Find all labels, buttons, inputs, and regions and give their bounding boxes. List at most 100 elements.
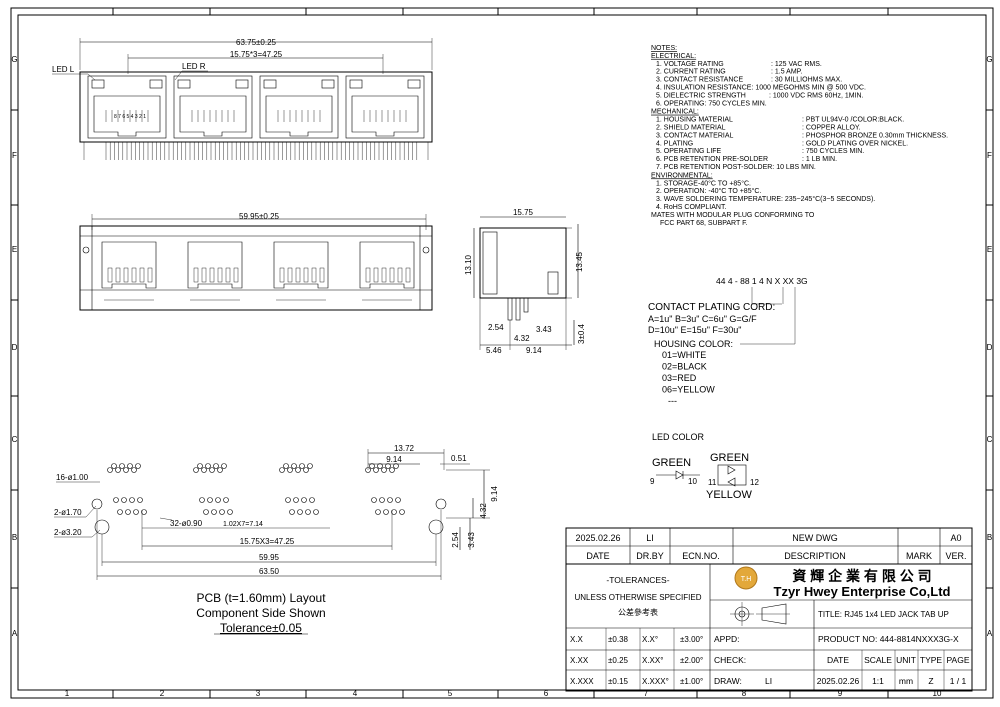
port-opening bbox=[179, 95, 247, 137]
pcb-hole1: 16-ø1.00 bbox=[56, 473, 89, 482]
grid-row-label: D bbox=[12, 343, 18, 352]
led-window bbox=[235, 79, 249, 89]
side-dim-e: 9.14 bbox=[526, 346, 542, 355]
rear-view: 59.95±0.25 bbox=[79, 212, 433, 311]
note-value: : PHOSPHOR BRONZE 0.30mm THICKNESS. bbox=[802, 132, 948, 139]
led-window bbox=[263, 79, 277, 89]
led-pin9: 9 bbox=[650, 477, 655, 486]
pcb-dim-051: 0.51 bbox=[451, 454, 467, 463]
tol-subtitle: UNLESS OTHERWISE SPECIFIED bbox=[575, 593, 702, 602]
housing-color-item: 01=WHITE bbox=[662, 350, 706, 360]
appd-label: APPD: bbox=[714, 634, 740, 644]
note-line: FCC PART 68, SUBPART F. bbox=[660, 220, 748, 227]
note-line: ENVIRONMENTAL: bbox=[651, 172, 713, 179]
v-date: 2025.02.26 bbox=[817, 676, 860, 686]
side-dim-d: 5.46 bbox=[486, 346, 502, 355]
pcb-hole2: 2-ø1.70 bbox=[54, 508, 82, 517]
diode-icon bbox=[727, 477, 736, 487]
grid-row-label: A bbox=[987, 629, 993, 638]
b-date: DATE bbox=[827, 655, 849, 665]
front-pin-numbers: 8 7 6 5 4 3 2 1 bbox=[114, 114, 146, 120]
led-pin12: 12 bbox=[750, 478, 759, 487]
tol-cell: ±1.00° bbox=[680, 677, 703, 686]
drawing-title: TITLE: RJ45 1x4 LED JACK TAB UP bbox=[818, 610, 949, 619]
housing-color-item: --- bbox=[668, 396, 677, 406]
note-line: 3. WAVE SOLDERING TEMPERATURE: 235~245°C… bbox=[656, 195, 875, 203]
tol-cell: X.XXX bbox=[570, 677, 594, 686]
rev-date: 2025.02.26 bbox=[575, 533, 620, 543]
tol-cn: 公差參考表 bbox=[618, 607, 658, 617]
note-line: 6. PCB RETENTION PRE-SOLDER bbox=[656, 156, 768, 163]
projection-symbol-icon bbox=[730, 602, 790, 626]
v-type: Z bbox=[928, 676, 933, 686]
note-line: 4. PLATING bbox=[656, 140, 693, 147]
hdr-ecn: ECN.NO. bbox=[682, 551, 720, 561]
note-line: MECHANICAL: bbox=[651, 109, 699, 116]
led-green-dual: GREEN bbox=[710, 452, 749, 464]
company-name-en: Tzyr Hwey Enterprise Co,Ltd bbox=[774, 584, 951, 599]
v-page: 1 / 1 bbox=[950, 676, 967, 686]
note-line: 2. CURRENT RATING bbox=[656, 69, 726, 76]
tol-title: -TOLERANCES- bbox=[606, 575, 669, 585]
pcb-dim-432: 4.32 bbox=[479, 503, 488, 519]
led-title: LED COLOR bbox=[652, 432, 705, 442]
diode-icon bbox=[727, 465, 736, 475]
pcb-dim-pitch: 15.75X3=47.25 bbox=[240, 537, 295, 546]
title-block: 2025.02.26 LI NEW DWG A0 DATE DR.BY ECN.… bbox=[565, 527, 973, 692]
pcb-dim-5995: 59.95 bbox=[259, 553, 280, 562]
note-line: 1. STORAGE bbox=[656, 180, 698, 187]
pcb-dim-pitch-small: 1.02X7=7.14 bbox=[223, 521, 263, 528]
tol-cell: ±0.25 bbox=[608, 656, 629, 665]
side-dim-c: 4.32 bbox=[514, 334, 530, 343]
note-line: 1. VOLTAGE RATING bbox=[656, 61, 724, 68]
grid-row-label: D bbox=[987, 343, 993, 352]
led-window bbox=[321, 79, 335, 89]
note-value: : 1 LB MIN. bbox=[802, 156, 837, 163]
note-line: 5. DIELECTRIC STRENGTH bbox=[656, 92, 746, 99]
pcb-dim-254: 2.54 bbox=[451, 532, 460, 548]
grid-col-label: 10 bbox=[933, 689, 942, 698]
rj45-port bbox=[173, 75, 253, 139]
led-window bbox=[177, 79, 191, 89]
pcb-caption1: PCB (t=1.60mm) Layout bbox=[196, 591, 326, 605]
rj45-port bbox=[345, 75, 425, 139]
note-line: ELECTRICAL: bbox=[651, 53, 696, 60]
note-line: 3. CONTACT MATERIAL bbox=[656, 132, 734, 139]
rev-ver: A0 bbox=[950, 533, 961, 543]
rear-dim-width: 59.95±0.25 bbox=[239, 212, 280, 221]
tol-cell: X.X° bbox=[642, 635, 658, 644]
pcb-dim-343: 3.43 bbox=[467, 532, 476, 548]
plating-line2: D=10u" E=15u" F=30u" bbox=[648, 325, 741, 335]
tol-cell: ±0.15 bbox=[608, 677, 629, 686]
side-view: 15.75 13.10 13.45 2.54 3.43 4.32 5.46 9.… bbox=[464, 208, 586, 355]
led-green-single: GREEN bbox=[652, 457, 691, 469]
b-scale: SCALE bbox=[864, 655, 892, 665]
led-window bbox=[91, 79, 105, 89]
note-line: 6. OPERATING: 750 CYCLES MIN. bbox=[656, 100, 767, 107]
product-no: PRODUCT NO: 444-8814NXXX3G-X bbox=[818, 634, 959, 644]
front-dim-overall: 63.75±0.25 bbox=[236, 38, 277, 47]
note-value: : 1.5 AMP. bbox=[771, 69, 802, 76]
housing-color-item: 06=YELLOW bbox=[662, 385, 715, 395]
note-line: 2. OPERATION: -40°C TO +85°C. bbox=[656, 187, 761, 195]
company-name-cn: 資 輝 企 業 有 限 公 司 bbox=[792, 568, 931, 584]
front-view: 63.75±0.25 15.75*3=47.25 LED L LED R 8 7… bbox=[52, 38, 433, 160]
note-value: -40°C TO +85°C. bbox=[698, 179, 751, 187]
b-type: TYPE bbox=[920, 655, 943, 665]
note-value: : GOLD PLATING OVER NICKEL. bbox=[802, 140, 908, 147]
side-dim-top: 15.75 bbox=[513, 208, 534, 217]
rear-port bbox=[359, 241, 415, 289]
led-yellow: YELLOW bbox=[706, 489, 752, 501]
pcb-dim-1372: 13.72 bbox=[394, 444, 415, 453]
grid-row-label: G bbox=[986, 55, 992, 64]
side-dim-f: 3±0.4 bbox=[577, 323, 586, 344]
note-value: : PBT UL94V-0 /COLOR:BLACK. bbox=[802, 117, 904, 124]
note-line: 4. RoHS COMPLIANT. bbox=[656, 204, 726, 211]
side-dim-left: 13.10 bbox=[464, 254, 473, 275]
led-pin10: 10 bbox=[688, 477, 697, 486]
label-led-l: LED L bbox=[52, 65, 75, 74]
note-line: 1. HOUSING MATERIAL bbox=[656, 117, 733, 124]
pcb-hole3: 2-ø3.20 bbox=[54, 528, 82, 537]
tol-cell: ±3.00° bbox=[680, 635, 703, 644]
